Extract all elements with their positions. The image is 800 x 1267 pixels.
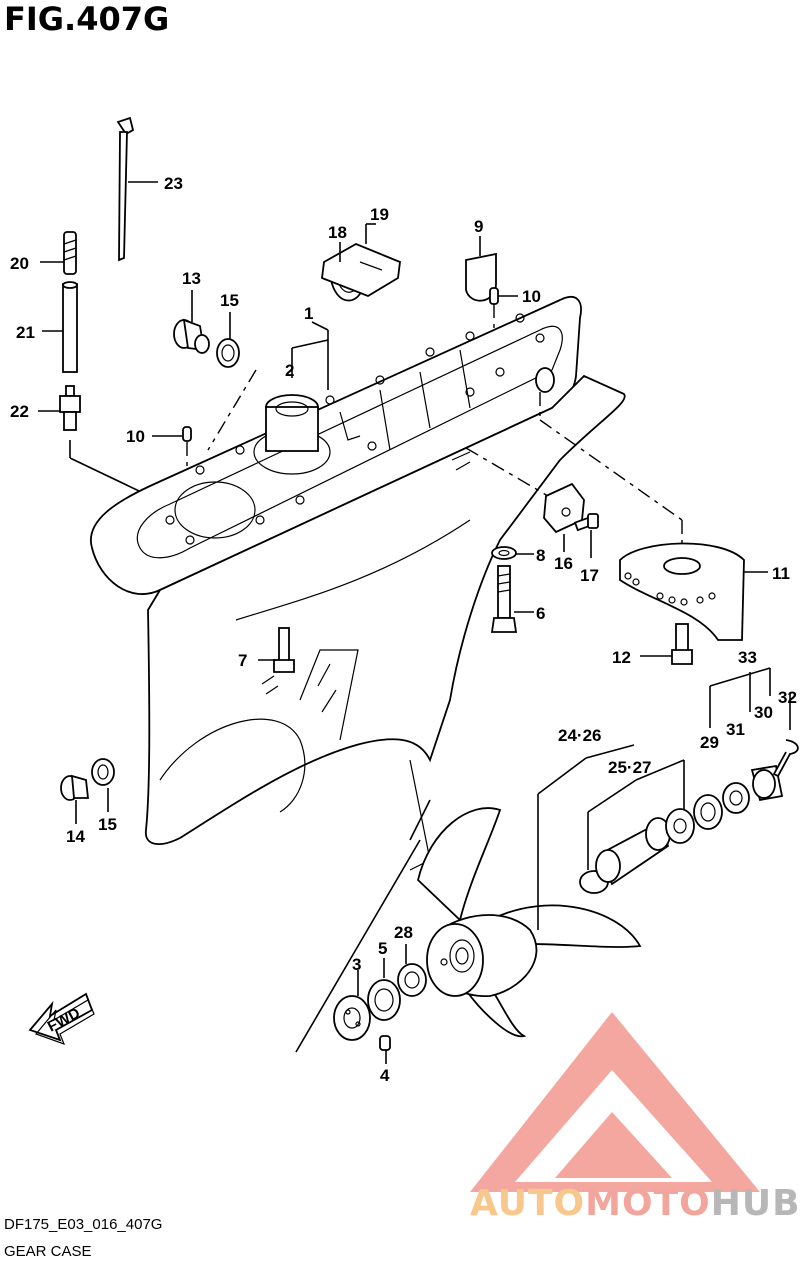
bolt-6-part	[490, 565, 518, 633]
callout-3: 3	[352, 955, 361, 974]
callout-15-upper: 15	[220, 291, 239, 310]
cotter-pin-part	[772, 739, 799, 778]
watermark-logo-triangle	[470, 1012, 760, 1192]
cover-cap-part	[465, 252, 497, 302]
trim-tab-holes	[624, 572, 716, 606]
callout-8: 8	[536, 546, 545, 565]
pipe-grommet-part	[59, 385, 81, 431]
callout-19: 19	[370, 205, 389, 224]
callout-24-26: 24·26	[558, 726, 601, 745]
dowel-pin-lower-part	[182, 426, 192, 442]
callout-2: 2	[285, 361, 294, 380]
callout-10-upper: 10	[522, 287, 541, 306]
callout-16: 16	[554, 554, 573, 573]
water-pipe-part	[62, 281, 78, 373]
drain-plug-lower-part	[60, 774, 90, 801]
callout-10-lower: 10	[126, 427, 145, 446]
gasket-lower-part	[91, 758, 115, 786]
key-4-part	[379, 1035, 391, 1051]
callout-12: 12	[612, 648, 631, 667]
watermark-logo-text: AUTOMOTOHUB	[470, 1183, 800, 1224]
callout-7: 7	[238, 651, 247, 670]
callout-23: 23	[164, 174, 183, 193]
callout-13: 13	[182, 269, 201, 288]
callout-18: 18	[328, 223, 347, 242]
spacer-29-part	[693, 794, 723, 830]
figure-name: GEAR CASE	[4, 1243, 92, 1260]
thrust-bearing-part	[367, 979, 401, 1021]
callout-30: 30	[754, 703, 773, 722]
callout-32: 32	[778, 688, 797, 707]
cable-tie-part	[116, 116, 135, 262]
gasket-upper-part	[216, 338, 240, 368]
anode-bolt-part	[573, 513, 599, 532]
watermark-part-2: MOTO	[585, 1183, 711, 1224]
deck-bolt-holes	[165, 313, 545, 545]
thrust-holder-part	[333, 995, 371, 1041]
watermark-part-1: AUTO	[470, 1183, 586, 1224]
callout-17: 17	[580, 566, 599, 585]
water-pipe-end-part	[63, 231, 77, 275]
thrust-washer-part	[665, 808, 695, 844]
propeller-part	[417, 807, 642, 1038]
callout-31: 31	[726, 720, 745, 739]
gear-case-housing-part	[89, 296, 626, 871]
callout-14: 14	[66, 827, 85, 846]
callout-28: 28	[394, 923, 413, 942]
callout-29: 29	[700, 733, 719, 752]
trim-tab-bolt-part	[671, 623, 693, 665]
bushing-part	[579, 817, 671, 894]
callout-33: 33	[738, 648, 757, 667]
spacer-28-part	[397, 963, 427, 997]
figure-code: DF175_E03_016_407G	[4, 1216, 163, 1233]
bolt-7-part	[273, 627, 295, 673]
callout-1: 1	[304, 304, 313, 323]
dowel-pin-upper-part	[489, 287, 499, 305]
callout-22: 22	[10, 402, 29, 421]
watermark-part-3: HUB	[710, 1183, 800, 1224]
drain-plug-upper-part	[173, 318, 210, 354]
trim-tab-part	[619, 542, 745, 641]
clip-part-19	[321, 243, 401, 297]
callout-4: 4	[380, 1066, 390, 1085]
callout-21: 21	[16, 323, 35, 342]
callout-6: 6	[536, 604, 545, 623]
figure-title: FIG.407G	[4, 0, 170, 38]
callout-9: 9	[474, 217, 483, 236]
washer-31-part	[722, 782, 750, 814]
washer-8-part	[491, 546, 517, 560]
callout-11: 11	[772, 564, 790, 583]
callout-25-27: 25·27	[608, 758, 651, 777]
callout-5: 5	[378, 939, 387, 958]
callout-20: 20	[10, 254, 29, 273]
forward-direction-arrow: FWD	[28, 992, 95, 1046]
callout-15-lower: 15	[98, 815, 117, 834]
callout-labels: 1 2 3 4 5 6 7 8 9 10 10 11 12 13 14 15 1…	[10, 174, 797, 1085]
